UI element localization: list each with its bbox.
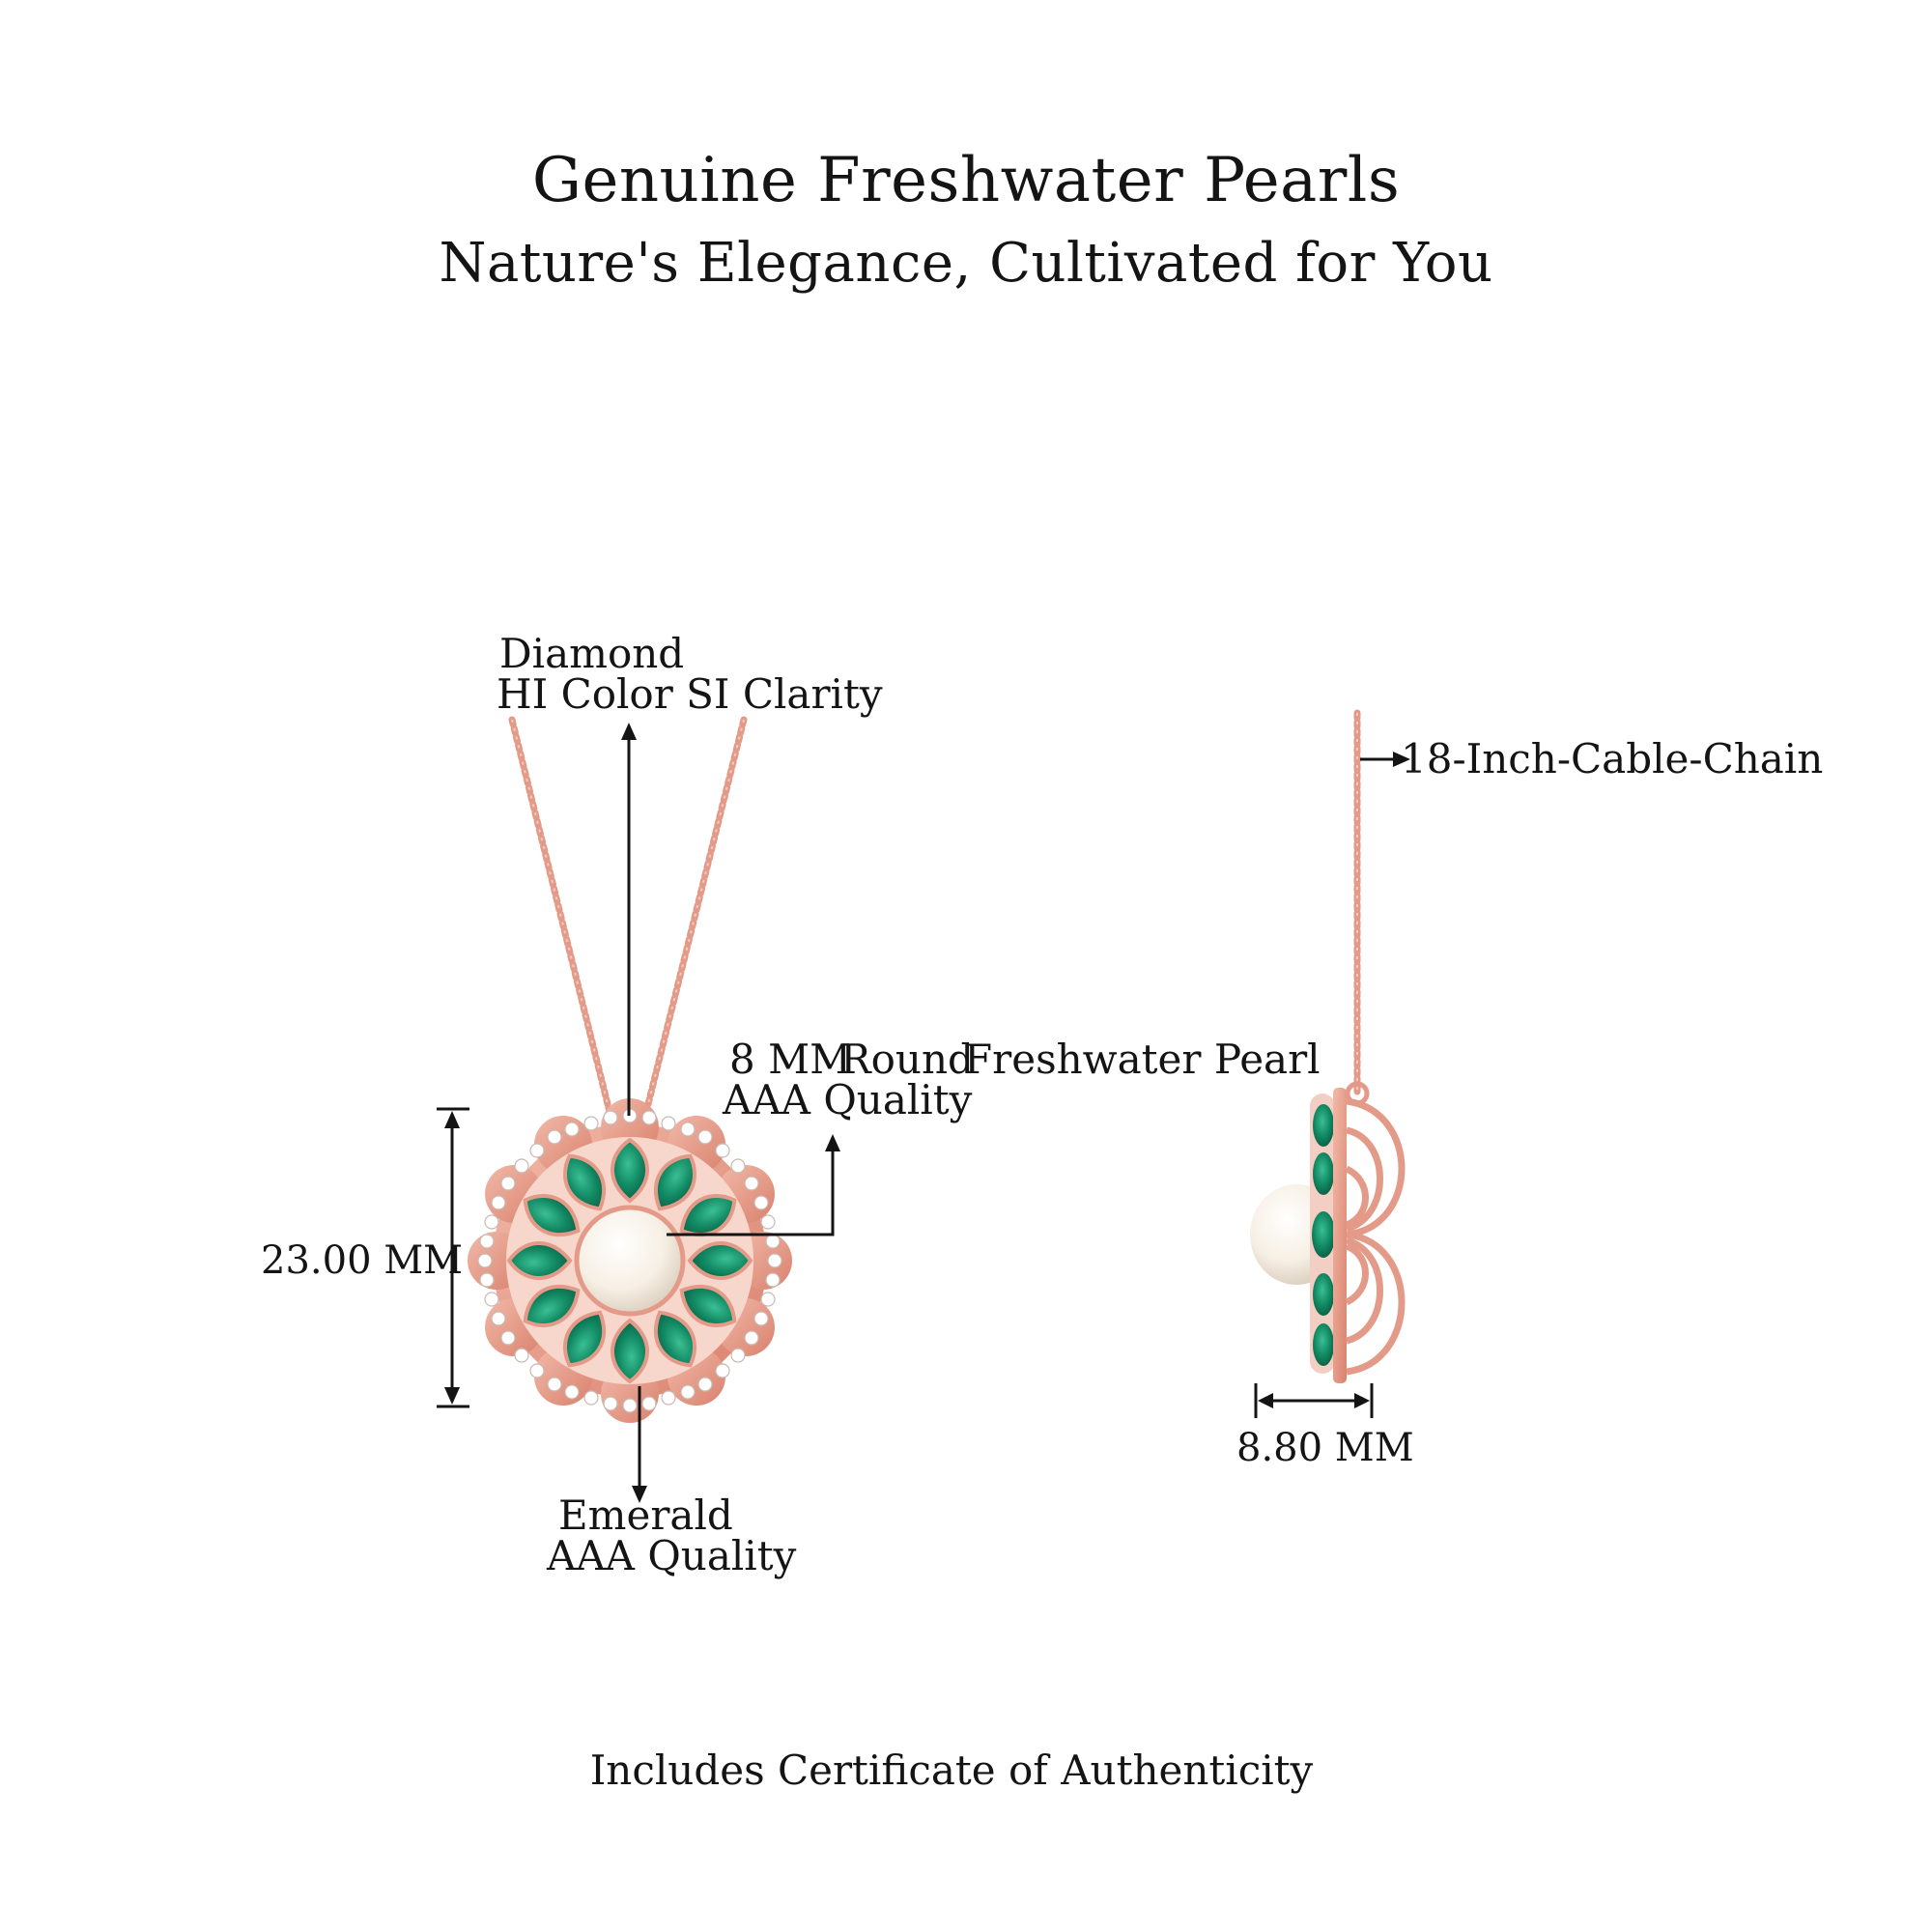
emerald-callout-quality: AAA Quality: [547, 1532, 797, 1579]
pearl-callout-shape: Round: [840, 1036, 974, 1083]
emerald-callout-title: Emerald: [558, 1492, 733, 1539]
height-dimension-label: 23.00 MM: [261, 1238, 464, 1283]
pendant-side: [1250, 1081, 1406, 1383]
pendant-front: [468, 1098, 792, 1423]
pearl-callout-type: Freshwater Pearl: [964, 1036, 1321, 1083]
pearl-callout-quality: AAA Quality: [723, 1076, 973, 1123]
diamond-callout-spec: HI Color SI Clarity: [497, 670, 883, 718]
callout-lines-side: [1254, 752, 1410, 1418]
subheadline: Nature's Elegance, Cultivated for You: [439, 232, 1493, 295]
depth-dimension-label: 8.80 MM: [1236, 1426, 1414, 1470]
certificate-note: Includes Certificate of Authenticity: [589, 1747, 1314, 1794]
emerald-petals: [506, 1137, 753, 1384]
headline: Genuine Freshwater Pearls: [531, 145, 1401, 216]
callout-lines-front: [437, 723, 840, 1503]
pearl-callout-size: 8 MM: [729, 1036, 852, 1083]
diamond-callout-title: Diamond: [499, 630, 685, 677]
chain-callout: 18-Inch-Cable-Chain: [1401, 735, 1824, 782]
chain-front: [508, 716, 748, 1120]
diamond-halo: [477, 1108, 782, 1413]
pearl-front: [574, 1205, 686, 1317]
